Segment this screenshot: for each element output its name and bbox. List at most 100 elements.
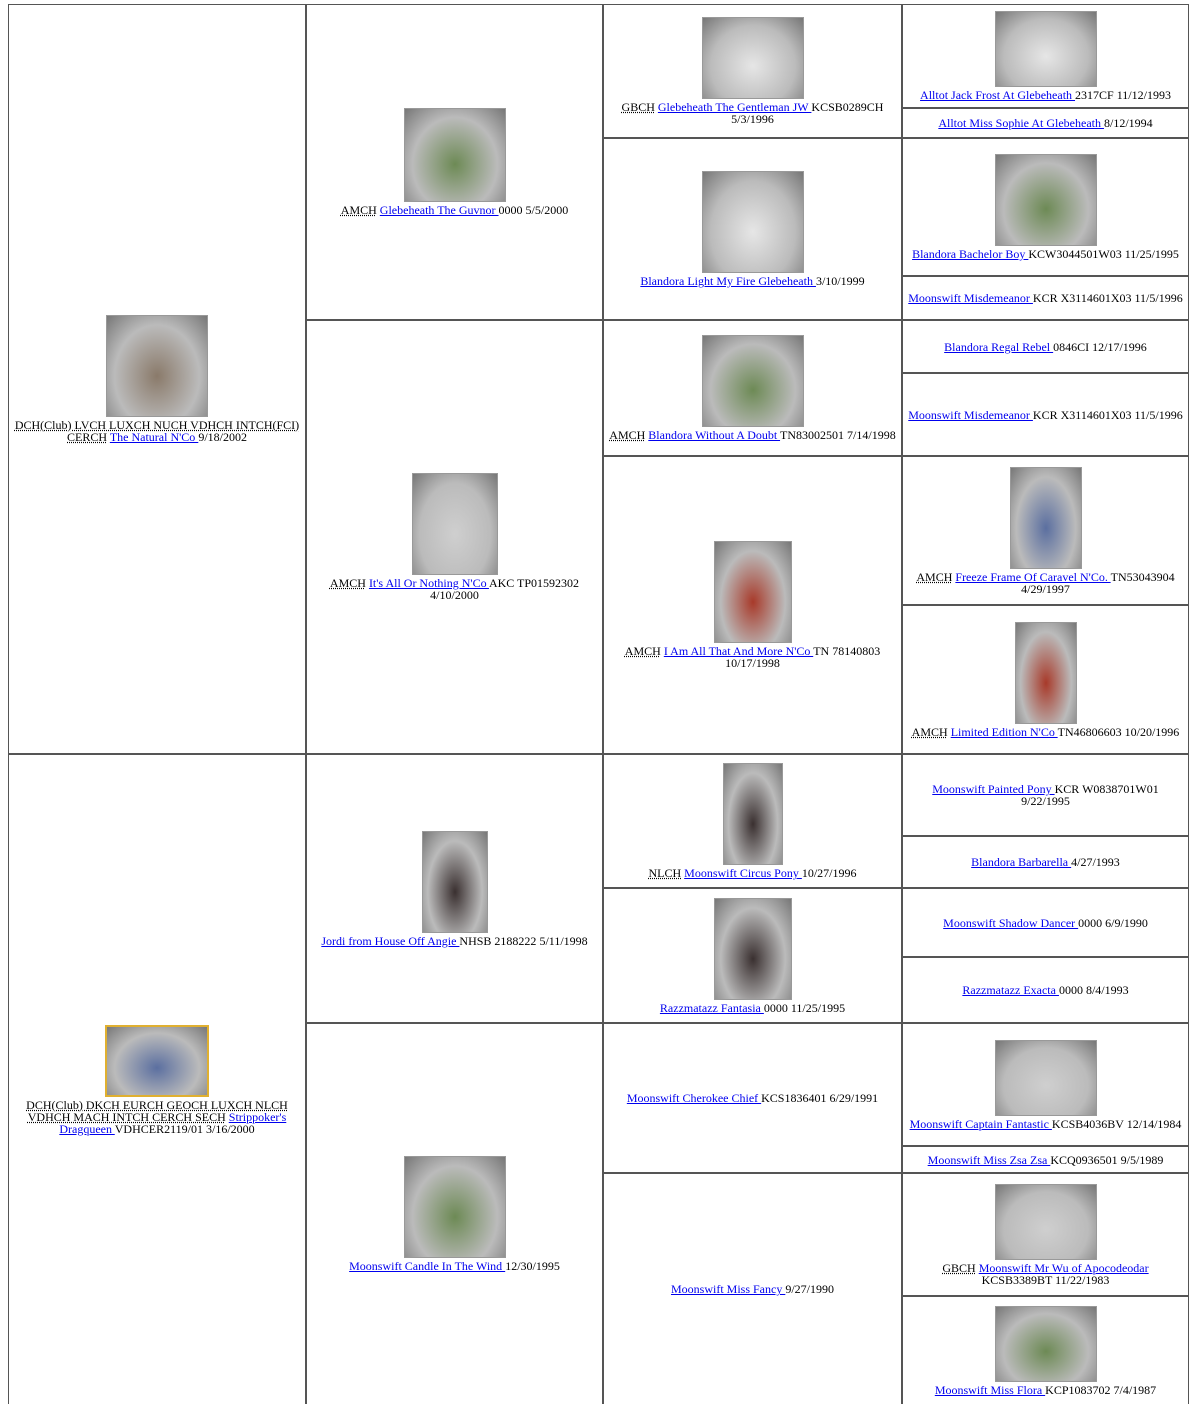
dog-name-link[interactable]: Moonswift Captain Fantastic [909, 1116, 1052, 1131]
registration-number: 0000 [498, 203, 526, 217]
dog-name-link[interactable]: Blandora Light My Fire Glebeheath [640, 274, 816, 288]
birth-date: 8/12/1994 [1103, 116, 1153, 130]
dog-name-link[interactable]: Limited Edition N'Co [950, 724, 1058, 739]
birth-date: 8/4/1993 [1085, 983, 1129, 997]
dog-entry: GBCH Moonswift Mr Wu of Apocodeodar KCSB… [907, 1262, 1184, 1286]
dog-photo[interactable] [1014, 621, 1077, 724]
generation-4-cell: Blandora Bachelor Boy KCW3044501W03 11/2… [902, 138, 1189, 276]
generation-2-cell: AMCH Glebeheath The Guvnor 0000 5/5/2000 [306, 4, 603, 320]
dog-name-link[interactable]: Blandora Without A Doubt [648, 428, 781, 442]
birth-date: 7/14/1998 [847, 428, 896, 442]
dog-name-link[interactable]: Glebeheath The Guvnor [379, 203, 499, 217]
dog-name-link[interactable]: Moonswift Mr Wu of Apocodeodar [978, 1260, 1149, 1275]
dog-photo[interactable] [421, 830, 488, 933]
dog-photo[interactable] [701, 335, 804, 427]
dog-name-link[interactable]: Alltot Miss Sophie At Glebeheath [938, 116, 1104, 130]
dog-name-link[interactable]: Moonswift Miss Zsa Zsa [927, 1152, 1051, 1167]
dog-name-link[interactable]: Razzmatazz Exacta [962, 983, 1059, 997]
birth-date: 5/5/2000 [525, 203, 569, 217]
dog-photo[interactable] [403, 108, 506, 202]
dog-entry: Blandora Regal Rebel 0846CI 12/17/1996 [944, 341, 1147, 353]
title-abbr: AMCH [916, 569, 953, 584]
dog-entry: Blandora Light My Fire Glebeheath 3/10/1… [640, 275, 864, 287]
dog-photo[interactable] [994, 1305, 1097, 1382]
generation-4-cell: AMCH Limited Edition N'Co TN46806603 10/… [902, 605, 1189, 754]
birth-date: 12/30/1995 [505, 1259, 560, 1273]
dog-name-link[interactable]: Moonswift Miss Fancy [670, 1282, 786, 1296]
dog-name-link[interactable]: Glebeheath The Gentleman JW [657, 100, 812, 114]
generation-4-cell: Razzmatazz Exacta 0000 8/4/1993 [902, 957, 1189, 1023]
birth-date: 9/18/2002 [198, 430, 247, 444]
dog-entry: AMCH Glebeheath The Guvnor 0000 5/5/2000 [341, 204, 568, 216]
dog-name-link[interactable]: Blandora Barbarella [971, 855, 1072, 869]
dog-name-link[interactable]: Strippoker's Dragqueen [59, 1109, 287, 1136]
birth-date: 5/3/1996 [731, 112, 774, 126]
dog-name-link[interactable]: Alltot Jack Frost At Glebeheath [920, 88, 1076, 102]
dog-photo[interactable] [713, 541, 792, 643]
birth-date: 11/12/1993 [1116, 88, 1171, 102]
dog-name-link[interactable]: Jordi from House Off Angie [321, 933, 460, 948]
dog-entry: Moonswift Miss Fancy 9/27/1990 [671, 1283, 834, 1295]
dog-entry: DCH(Club) DKCH EURCH GEOCH LUXCH NLCH VD… [13, 1099, 301, 1135]
dog-photo[interactable] [411, 473, 498, 575]
dog-photo[interactable] [701, 17, 804, 99]
generation-3-cell: NLCH Moonswift Circus Pony 10/27/1996 [603, 754, 902, 888]
dog-name-link[interactable]: Blandora Bachelor Boy [912, 247, 1029, 261]
dog-name-link[interactable]: It's All Or Nothing N'Co [368, 576, 489, 590]
registration-number: TN 78140803 [813, 644, 881, 658]
dog-entry: Blandora Bachelor Boy KCW3044501W03 11/2… [912, 248, 1179, 260]
dog-photo[interactable] [701, 171, 804, 273]
dog-entry: Moonswift Misdemeanor KCR X3114601X03 11… [908, 409, 1182, 421]
dog-name-link[interactable]: Moonswift Miss Flora [934, 1382, 1046, 1397]
title-abbr: DCH(Club) LVCH LUXCH NUCH VDHCH INTCH(FC… [14, 418, 300, 444]
dog-entry: AMCH Blandora Without A Doubt TN83002501… [609, 429, 895, 441]
registration-number: KCR X3114601X03 [1032, 291, 1135, 305]
dog-photo[interactable] [713, 897, 792, 1000]
generation-3-cell: AMCH Blandora Without A Doubt TN83002501… [603, 320, 902, 456]
generation-4-cell: Moonswift Miss Flora KCP1083702 7/4/1987 [902, 1296, 1189, 1404]
dog-photo[interactable] [994, 11, 1097, 87]
registration-number: KCSB3389BT [981, 1272, 1056, 1287]
dog-entry: Moonswift Shadow Dancer 0000 6/9/1990 [943, 917, 1148, 929]
registration-number: KCW3044501W03 [1028, 247, 1125, 261]
dog-name-link[interactable]: Moonswift Painted Pony [932, 782, 1055, 796]
dog-photo[interactable] [994, 1039, 1097, 1116]
title-abbr: AMCH [340, 203, 377, 217]
birth-date: 11/5/1996 [1134, 291, 1183, 305]
dog-photo[interactable] [403, 1156, 506, 1258]
birth-date: 6/9/1990 [1105, 915, 1148, 930]
dog-entry: Blandora Barbarella 4/27/1993 [971, 856, 1120, 868]
dog-name-link[interactable]: Freeze Frame Of Caravel N'Co. [955, 569, 1111, 584]
dog-entry: AMCH I Am All That And More N'Co TN 7814… [608, 645, 897, 669]
dog-photo[interactable] [106, 315, 208, 417]
dog-photo[interactable] [722, 763, 783, 865]
dog-photo[interactable] [994, 1183, 1097, 1260]
dog-name-link[interactable]: Moonswift Circus Pony [684, 866, 802, 880]
birth-date: 11/25/1995 [1124, 247, 1179, 261]
title-abbr: GBCH [621, 100, 655, 114]
dog-photo[interactable] [994, 154, 1097, 246]
dog-name-link[interactable]: I Am All That And More N'Co [663, 644, 814, 658]
registration-number: KCSB0289CH [811, 100, 884, 114]
dog-photo[interactable] [105, 1024, 209, 1097]
registration-number: TN46806603 [1057, 724, 1125, 739]
dog-name-link[interactable]: Blandora Regal Rebel [944, 339, 1054, 354]
generation-1-cell: DCH(Club) LVCH LUXCH NUCH VDHCH INTCH(FC… [8, 4, 306, 754]
generation-4-cell: AMCH Freeze Frame Of Caravel N'Co. TN530… [902, 456, 1189, 605]
dog-entry: AMCH It's All Or Nothing N'Co AKC TP0159… [311, 577, 598, 601]
dog-entry: Moonswift Cherokee Chief KCS1836401 6/29… [627, 1092, 878, 1104]
dog-name-link[interactable]: Moonswift Shadow Dancer [943, 915, 1079, 930]
dog-name-link[interactable]: Moonswift Misdemeanor [908, 291, 1033, 305]
title-abbr: AMCH [609, 428, 646, 442]
birth-date: 12/17/1996 [1092, 339, 1147, 354]
dog-name-link[interactable]: Razzmatazz Fantasia [659, 1000, 764, 1015]
dog-name-link[interactable]: The Natural N'Co [109, 430, 199, 444]
generation-4-cell: Moonswift Miss Zsa Zsa KCQ0936501 9/5/19… [902, 1146, 1189, 1173]
dog-name-link[interactable]: Moonswift Misdemeanor [908, 407, 1033, 422]
dog-photo[interactable] [1009, 466, 1082, 569]
registration-number: 2317CF [1075, 88, 1117, 102]
generation-4-cell: Blandora Regal Rebel 0846CI 12/17/1996 [902, 320, 1189, 373]
dog-name-link[interactable]: Moonswift Cherokee Chief [626, 1091, 762, 1105]
dog-name-link[interactable]: Moonswift Candle In The Wind [349, 1259, 506, 1273]
birth-date: 4/29/1997 [1021, 581, 1070, 596]
